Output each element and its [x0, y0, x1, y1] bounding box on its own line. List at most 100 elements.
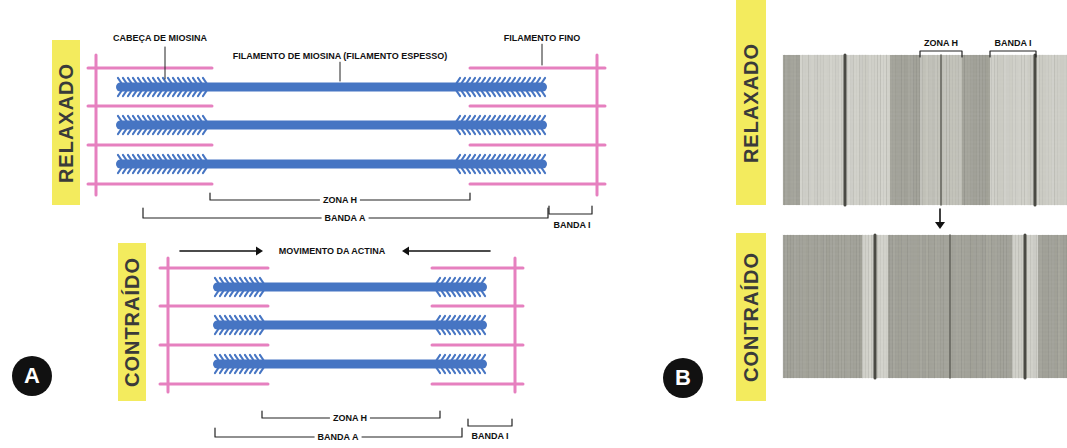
z-disc [167, 258, 170, 392]
micrograph-texture [934, 235, 935, 378]
movement-arrow [180, 250, 257, 252]
micrograph-texture [910, 235, 911, 378]
thin-filament [432, 344, 523, 347]
m-line [949, 235, 951, 378]
micrograph-ground [783, 55, 1067, 205]
micrograph-texture [901, 235, 902, 378]
micrograph-texture [1008, 235, 1009, 378]
micrograph-texture [1014, 235, 1015, 378]
micrograph-texture [1036, 235, 1037, 378]
micrograph-texture [801, 235, 802, 378]
micrograph-texture [1024, 235, 1025, 378]
micrograph-texture [816, 235, 817, 378]
micrograph-texture [919, 235, 920, 378]
micrograph-texture [1009, 235, 1010, 378]
micrograph-texture [903, 235, 904, 378]
bracket [549, 206, 592, 214]
micrograph-texture [894, 235, 895, 378]
micrograph-texture [916, 235, 917, 378]
micrograph-texture [853, 235, 854, 378]
micrograph-texture [783, 235, 784, 378]
micrograph-texture [870, 235, 871, 378]
micrograph-texture [1000, 235, 1001, 378]
micrograph-texture [967, 235, 968, 378]
micrograph-texture [883, 235, 884, 378]
micrograph-texture [783, 190, 1067, 191]
micrograph-texture [1062, 235, 1063, 378]
micrograph-texture [783, 202, 1067, 203]
micrograph-texture [924, 235, 925, 378]
micrograph-texture [846, 55, 847, 205]
micrograph-texture [925, 235, 926, 378]
thin-filament [432, 267, 523, 270]
micrograph-texture [1041, 235, 1042, 378]
micrograph-texture [886, 235, 887, 378]
micrograph-texture [1030, 235, 1031, 378]
micrograph-texture [988, 235, 989, 378]
micrograph-texture [1012, 235, 1013, 378]
micrograph-texture [1051, 235, 1052, 378]
micrograph-texture [1020, 235, 1021, 378]
micrograph-texture [978, 235, 979, 378]
micrograph-texture [813, 235, 814, 378]
micrograph-texture [847, 235, 848, 378]
micrograph-texture [837, 235, 838, 378]
micrograph-texture [976, 235, 977, 378]
micrograph-texture [876, 235, 877, 378]
micrograph-texture [927, 235, 928, 378]
state-tag: RELAXADO [52, 40, 80, 205]
micrograph-texture [957, 235, 958, 378]
node-label: RELAXADO [56, 62, 76, 182]
i-band-region [1012, 235, 1038, 378]
micrograph-texture [1056, 235, 1057, 378]
micrograph-texture [784, 235, 785, 378]
thin-filament [470, 105, 605, 108]
micrograph-texture [783, 78, 1067, 79]
micrograph-texture [783, 90, 1067, 91]
arrow-head [935, 222, 945, 229]
micrograph-texture [1048, 235, 1049, 378]
micrograph-texture [1032, 235, 1033, 378]
micrograph-texture [985, 235, 986, 378]
thin-filament [470, 67, 605, 70]
micrograph-texture [897, 235, 898, 378]
thin-filament [432, 305, 523, 308]
micrograph-texture [783, 134, 1067, 135]
micrograph-texture [931, 235, 932, 378]
i-band-region [862, 235, 888, 378]
thick-filament [116, 83, 547, 92]
micrograph-texture [783, 194, 1067, 195]
micrograph-texture [1038, 235, 1039, 378]
micrograph-texture [994, 235, 995, 378]
micrograph-texture [849, 235, 850, 378]
micrograph-texture [951, 235, 952, 378]
micrograph-texture [844, 235, 845, 378]
micrograph-texture [1063, 235, 1064, 378]
micrograph-texture [807, 235, 808, 378]
micrograph-texture [892, 235, 893, 378]
micrograph-texture [982, 235, 983, 378]
micrograph-texture [975, 235, 976, 378]
bracket [468, 419, 512, 426]
micrograph-texture [786, 235, 787, 378]
thin-filament [470, 183, 605, 186]
micrograph-texture [880, 235, 881, 378]
micrograph-texture [783, 154, 1067, 155]
micrograph-texture [805, 235, 806, 378]
micrograph-texture [909, 235, 910, 378]
micrograph-texture [961, 235, 962, 378]
micrograph-texture [948, 235, 949, 378]
micrograph-texture [1003, 235, 1004, 378]
micrograph-texture [1065, 235, 1066, 378]
micrograph-texture [868, 235, 869, 378]
z-disc [514, 258, 517, 392]
micrograph-texture [783, 118, 1067, 119]
micrograph-texture [1054, 235, 1055, 378]
micrograph-texture [997, 235, 998, 378]
micrograph-texture [943, 235, 944, 378]
micrograph-texture [1015, 235, 1016, 378]
micrograph-texture [991, 235, 992, 378]
micrograph-texture [783, 130, 1067, 131]
micrograph-texture [1042, 235, 1043, 378]
micrograph-texture [789, 235, 790, 378]
